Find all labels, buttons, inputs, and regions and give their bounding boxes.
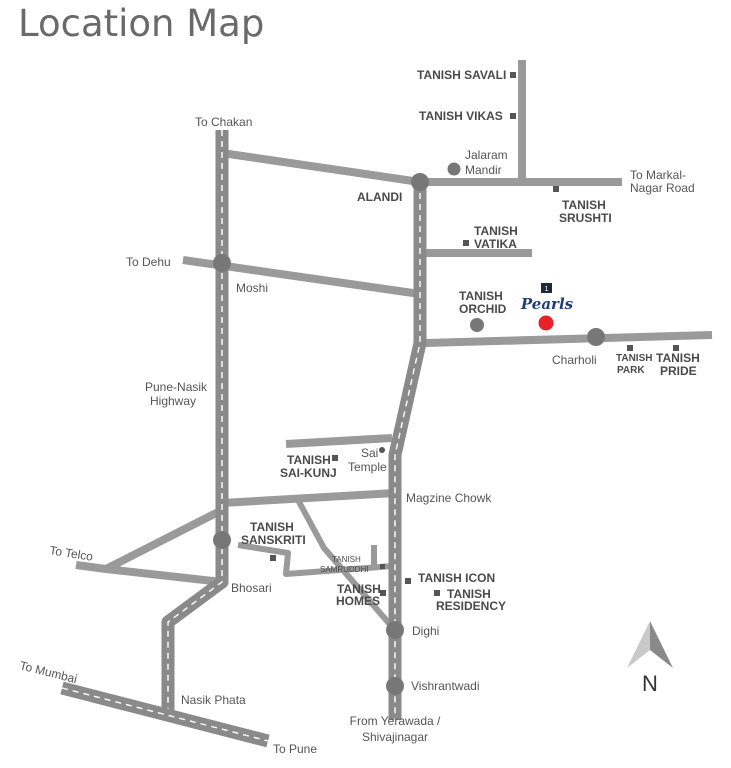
place-labels: ALANDI Jalaram Mandir Moshi Charholi Pun… bbox=[145, 148, 597, 707]
compass: N bbox=[627, 621, 673, 696]
road-magzine-chowk bbox=[221, 489, 396, 507]
to-chakan-label: To Chakan bbox=[195, 115, 252, 129]
road-samruddhi bbox=[237, 542, 394, 577]
jalaram-label-2: Mandir bbox=[465, 163, 502, 177]
vishrantwadi-node bbox=[386, 677, 404, 695]
park-marker bbox=[627, 345, 633, 351]
from-yerawada-label-2: Shivajinagar bbox=[362, 730, 428, 744]
pune-nasik-label: Pune-Nasik bbox=[145, 380, 208, 394]
srushti-marker bbox=[553, 186, 559, 192]
tanish-sanskriti-label: TANISH bbox=[250, 520, 294, 534]
tanish-park-label-2: PARK bbox=[617, 365, 645, 376]
tanish-srushti-label: TANISH bbox=[562, 198, 606, 212]
pearls-logo-text: Pearls bbox=[520, 295, 574, 313]
moshi-node bbox=[213, 254, 231, 272]
tanish-vikas-label: TANISH VIKAS bbox=[419, 109, 503, 123]
tanish-vatika-label: TANISH bbox=[474, 224, 518, 238]
alandi-label: ALANDI bbox=[357, 190, 402, 204]
icon-marker bbox=[405, 578, 411, 584]
north-label: N bbox=[642, 671, 658, 696]
to-markal-label: To Markal- bbox=[630, 168, 686, 182]
to-dehu-label: To Dehu bbox=[126, 255, 171, 269]
sai-temple-label-2: Temple bbox=[348, 460, 387, 474]
jalaram-label: Jalaram bbox=[465, 148, 508, 162]
road-chakan-alandi bbox=[221, 149, 421, 186]
map-title: Location Map bbox=[18, 2, 264, 45]
sai-temple-marker bbox=[379, 447, 385, 453]
from-yerawada-label: From Yerawada / bbox=[350, 714, 441, 728]
tanish-srushti-label-2: SRUSHTI bbox=[559, 211, 612, 225]
tanish-orchid-label: TANISH bbox=[459, 289, 503, 303]
homes-marker bbox=[380, 590, 386, 596]
road-sai-kunj bbox=[285, 434, 393, 448]
tanish-icon-label: TANISH ICON bbox=[418, 571, 495, 585]
vikas-marker bbox=[510, 113, 516, 119]
to-mumbai-label: To Mumbai bbox=[18, 658, 78, 686]
pearls-project[interactable]: 1 Pearls bbox=[520, 283, 574, 331]
road-dighi-diagonal bbox=[295, 498, 396, 630]
tanish-sai-kunj-label-2: SAI-KUNJ bbox=[280, 466, 337, 480]
residency-marker bbox=[434, 590, 440, 596]
dighi-label: Dighi bbox=[412, 624, 439, 638]
savali-marker bbox=[510, 72, 516, 78]
nasik-phata-label: Nasik Phata bbox=[181, 693, 246, 707]
pearls-logo-mark: 1 bbox=[545, 286, 549, 293]
charholi-label: Charholi bbox=[552, 353, 597, 367]
to-telco-label: To Telco bbox=[49, 543, 95, 564]
project-labels: TANISH SAVALI TANISH VIKAS TANISH SRUSHT… bbox=[241, 68, 700, 613]
vatika-marker bbox=[463, 240, 469, 246]
pearls-location-marker[interactable] bbox=[538, 315, 554, 331]
road-telco-bhosari bbox=[105, 565, 223, 586]
dighi-node bbox=[386, 621, 404, 639]
tanish-pride-label-2: PRIDE bbox=[660, 364, 697, 378]
bhosari-junction-node bbox=[213, 531, 231, 549]
tanish-residency-label-2: RESIDENCY bbox=[436, 599, 506, 613]
tanish-savali-label: TANISH SAVALI bbox=[417, 68, 506, 82]
sai-temple-label: Sai bbox=[361, 446, 378, 460]
charholi-node bbox=[587, 328, 605, 346]
pride-marker bbox=[673, 345, 679, 351]
sai-kunj-marker bbox=[332, 455, 338, 461]
tanish-samruddhi-label-2: SAMRUDDHI bbox=[320, 565, 368, 574]
tanish-homes-label: TANISH bbox=[337, 582, 381, 596]
bhosari-label: Bhosari bbox=[231, 581, 272, 595]
junctions bbox=[213, 162, 605, 695]
tanish-residency-label: TANISH bbox=[447, 587, 491, 601]
tanish-homes-label-2: HOMES bbox=[336, 594, 380, 608]
to-pune-label: To Pune bbox=[273, 742, 317, 756]
alandi-node bbox=[411, 173, 429, 191]
pearls-logo-icon bbox=[541, 283, 552, 293]
tanish-orchid-node bbox=[470, 318, 484, 332]
tanish-vatika-label-2: VATIKA bbox=[474, 237, 517, 251]
to-markal-label-2: Nagar Road bbox=[630, 181, 695, 195]
magzine-chowk-label: Magzine Chowk bbox=[406, 491, 492, 505]
road-telco bbox=[75, 506, 224, 573]
tanish-sanskriti-label-2: SANSKRITI bbox=[241, 533, 306, 547]
north-arrow-icon bbox=[627, 621, 673, 668]
tanish-samruddhi-label: TANISH bbox=[332, 555, 361, 564]
alandi-vishrantwadi-road bbox=[388, 182, 427, 720]
project-markers bbox=[270, 72, 679, 596]
tanish-park-label: TANISH bbox=[616, 353, 652, 364]
highways bbox=[60, 130, 427, 748]
tanish-pride-label: TANISH bbox=[656, 351, 700, 365]
pune-nasik-highway bbox=[161, 130, 229, 710]
road-charholi bbox=[424, 331, 713, 347]
tanish-sai-kunj-label: TANISH bbox=[287, 453, 331, 467]
jalaram-mandir-node bbox=[447, 162, 461, 176]
sanskriti-marker bbox=[270, 555, 276, 561]
moshi-label: Moshi bbox=[236, 281, 268, 295]
roads bbox=[75, 60, 713, 630]
vishrantwadi-label: Vishrantwadi bbox=[411, 679, 479, 693]
pune-nasik-label-2: Highway bbox=[150, 394, 196, 408]
samruddhi-marker bbox=[380, 564, 385, 569]
tanish-orchid-label-2: ORCHID bbox=[459, 302, 507, 316]
